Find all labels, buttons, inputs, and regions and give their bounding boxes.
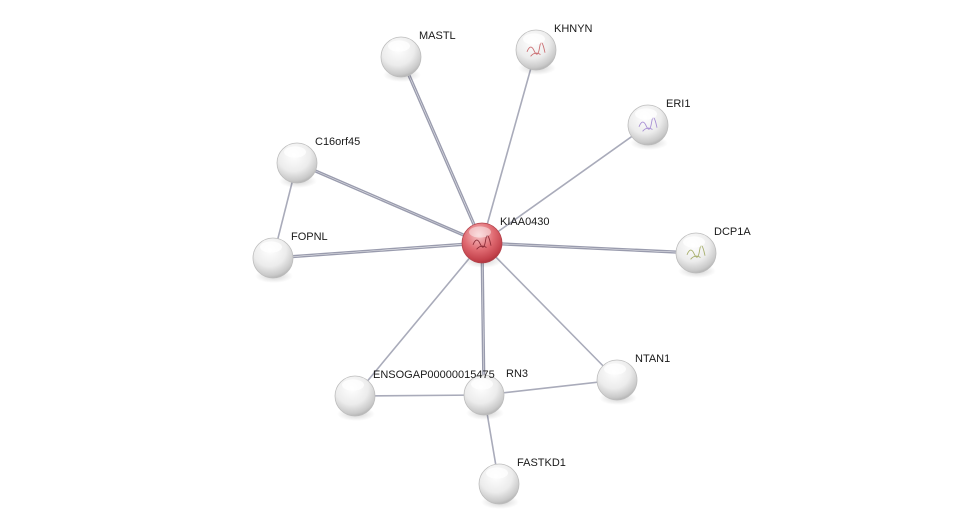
node-gloss	[284, 146, 306, 158]
node-rn3[interactable]	[463, 374, 505, 420]
node-gloss	[342, 379, 364, 391]
node-gloss	[486, 467, 508, 479]
edge-kiaa0430-mastl-a[interactable]	[399, 57, 482, 244]
node-gloss	[523, 33, 545, 45]
node-fopnl[interactable]	[252, 237, 294, 283]
node-label-fopnl: FOPNL	[291, 231, 328, 243]
node-eri1[interactable]	[627, 104, 669, 150]
node-label-eri1: ERI1	[666, 98, 690, 110]
edge-kiaa0430-c16orf45-a[interactable]	[296, 163, 482, 245]
node-gloss	[471, 378, 493, 390]
node-label-rn3: RN3	[506, 368, 528, 380]
node-gloss	[469, 226, 491, 238]
node-khnyn[interactable]	[515, 29, 557, 75]
node-gloss	[683, 236, 705, 248]
edges-layer	[272, 49, 697, 485]
node-gloss	[604, 363, 626, 375]
node-label-khnyn: KHNYN	[554, 23, 593, 35]
node-label-fastkd1: FASTKD1	[517, 457, 566, 469]
edge-kiaa0430-khnyn[interactable]	[481, 49, 537, 244]
node-fastkd1[interactable]	[478, 463, 520, 509]
protein-structure-icon	[472, 235, 492, 250]
node-gloss	[260, 241, 282, 253]
edge-kiaa0430-eri1[interactable]	[481, 124, 649, 244]
node-label-ensogap: ENSOGAP00000015475	[373, 369, 495, 381]
node-gloss	[388, 40, 410, 52]
edge-kiaa0430-rn3-a[interactable]	[482, 242, 486, 395]
node-label-kiaa0430: KIAA0430	[500, 216, 550, 228]
node-label-dcp1a: DCP1A	[714, 226, 751, 238]
edge-kiaa0430-c16orf45-b[interactable]	[297, 161, 483, 243]
edge-kiaa0430-dcp1a-b[interactable]	[481, 243, 696, 255]
edge-kiaa0430-rn3-b[interactable]	[480, 243, 484, 396]
node-mastl[interactable]	[380, 36, 422, 82]
edge-kiaa0430-ntan1[interactable]	[481, 242, 618, 381]
edge-kiaa0430-mastl-b[interactable]	[401, 56, 484, 243]
edge-kiaa0430-dcp1a-a[interactable]	[482, 241, 697, 253]
node-ensogap[interactable]	[334, 375, 376, 421]
edge-rn3-ntan1[interactable]	[483, 379, 618, 396]
edge-kiaa0430-fopnl-a[interactable]	[273, 243, 483, 260]
node-dcp1a[interactable]	[675, 232, 717, 278]
node-ntan1[interactable]	[596, 359, 638, 405]
edge-kiaa0430-ensogap[interactable]	[354, 242, 483, 397]
node-label-c16orf45: C16orf45	[315, 136, 360, 148]
node-label-mastl: MASTL	[419, 30, 456, 42]
edge-ensogap-rn3[interactable]	[354, 394, 485, 397]
edge-kiaa0430-fopnl-b[interactable]	[272, 241, 482, 258]
node-c16orf45[interactable]	[276, 142, 318, 188]
node-label-ntan1: NTAN1	[635, 353, 670, 365]
node-kiaa0430[interactable]	[461, 222, 503, 268]
node-gloss	[635, 108, 657, 120]
center-node-circle[interactable]	[461, 222, 503, 264]
